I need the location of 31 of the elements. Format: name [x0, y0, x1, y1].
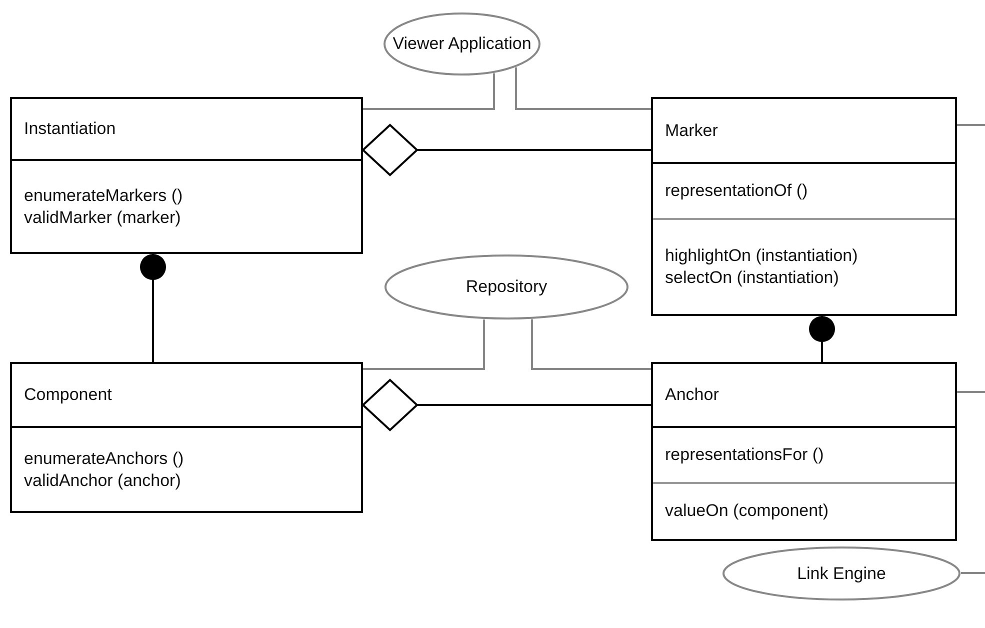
class-name: Instantiation — [24, 118, 116, 140]
class-name: Anchor — [665, 384, 719, 406]
connector-line — [363, 319, 485, 370]
class-name: Component — [24, 384, 112, 406]
connector-line — [957, 391, 985, 393]
component-ellipse — [383, 12, 541, 76]
method-list: valueOn (component) — [665, 500, 925, 522]
component-ellipse — [722, 546, 961, 601]
association-line — [362, 379, 651, 431]
association-line — [809, 316, 835, 362]
method-list: representationsFor () — [665, 444, 925, 466]
connector-line — [960, 572, 985, 574]
class-box — [651, 362, 957, 541]
association-line — [362, 124, 651, 176]
connector-line — [363, 73, 495, 110]
component-ellipse — [384, 254, 629, 320]
class-box — [10, 97, 363, 254]
class-name: Marker — [665, 120, 718, 142]
method-list: highlightOn (instantiation) selectOn (instantiation) — [665, 244, 925, 289]
connector-line — [957, 124, 985, 126]
method-list: enumerateAnchors () validAnchor (anchor) — [24, 448, 254, 492]
ellipse-label: Viewer Application — [392, 34, 532, 54]
class-box — [10, 362, 363, 513]
method-list: representationOf () — [665, 180, 925, 202]
method-list: enumerateMarkers () validMarker (marker) — [24, 184, 254, 229]
connector-line — [515, 67, 651, 110]
ellipse-label: Link Engine — [797, 564, 886, 584]
class-box — [651, 97, 957, 316]
association-line — [140, 254, 166, 362]
connector-line — [531, 319, 651, 370]
ellipse-label: Repository — [466, 277, 548, 297]
